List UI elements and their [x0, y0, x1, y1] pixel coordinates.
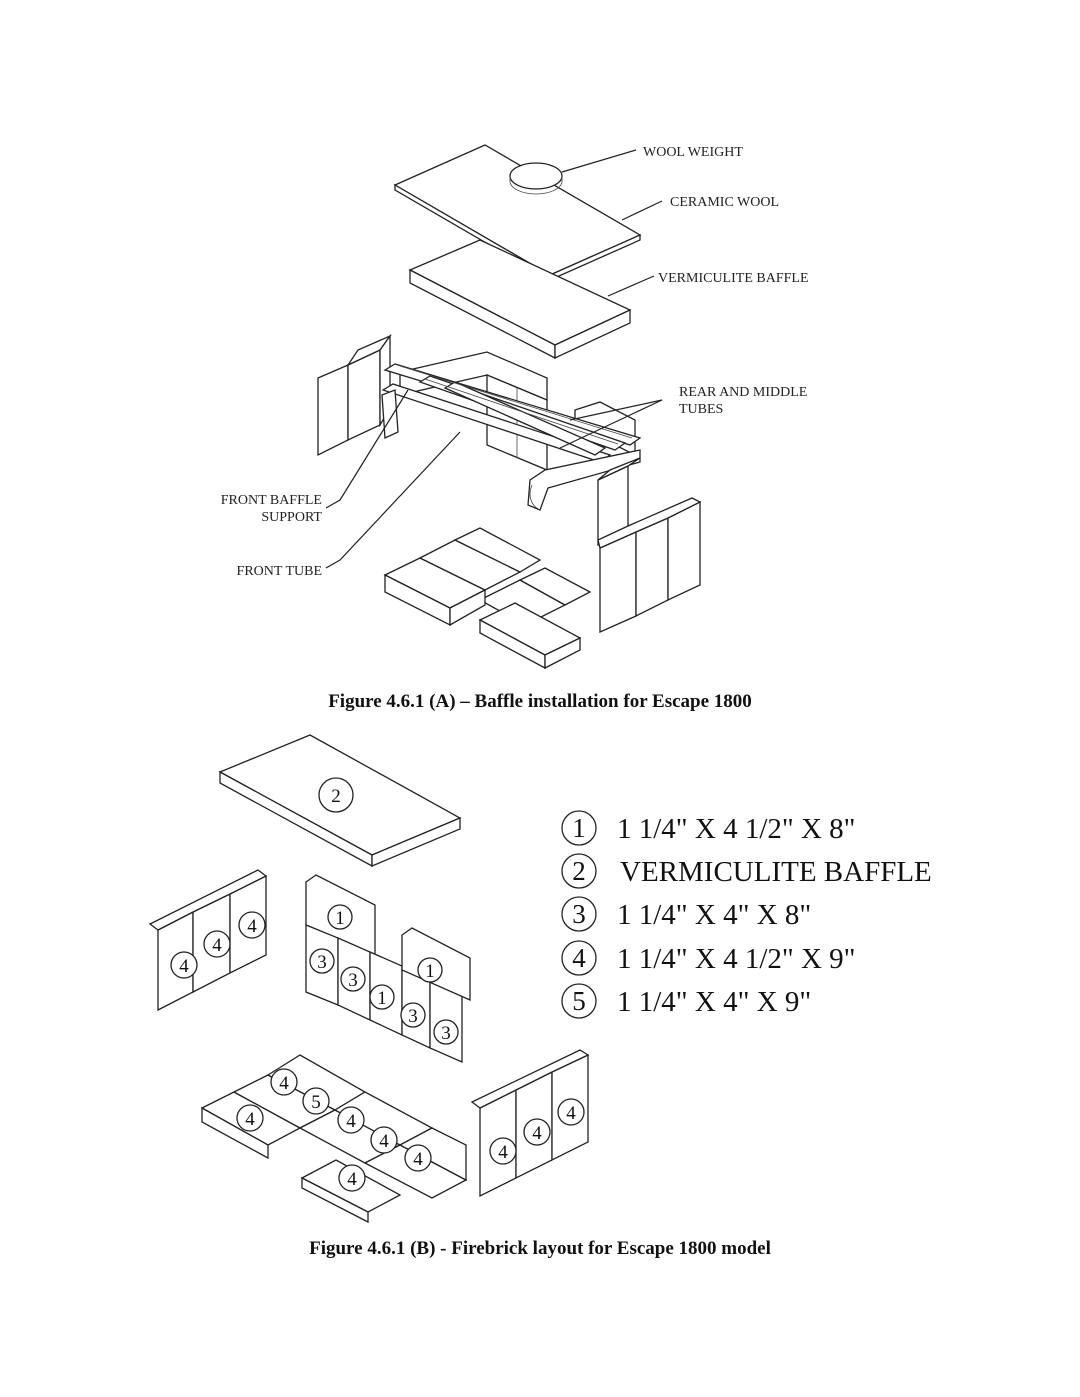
legend-number-5: 5 — [572, 986, 586, 1016]
brick-number-back-2: 3 — [348, 970, 358, 991]
legend-number-4: 4 — [572, 943, 586, 973]
floor-bricks — [383, 527, 592, 670]
brick-number-right-2: 4 — [532, 1123, 542, 1144]
brick-legend: 1 1 1/4" X 4 1/2" X 8" 2 VERMICULITE BAF… — [561, 810, 932, 1019]
brick-number-left-3: 4 — [247, 916, 257, 937]
brick-number-right-1: 4 — [498, 1142, 508, 1163]
brick-number-back-4: 3 — [408, 1006, 418, 1027]
brick-number-floor-5: 4 — [379, 1131, 389, 1152]
vermiculite-baffle — [408, 239, 632, 360]
legend-number-1: 1 — [572, 813, 586, 843]
brick-number-back-top-2: 1 — [425, 961, 435, 982]
brick-number-floor-2: 5 — [311, 1092, 321, 1113]
legend-text-5: 1 1/4" X 4" X 9" — [617, 986, 811, 1018]
brick-number-floor-4: 4 — [346, 1111, 356, 1132]
leader-lines — [325, 149, 663, 569]
brick-number-floor-1: 4 — [279, 1073, 289, 1094]
label-front-baffle-support-1: FRONT BAFFLE — [221, 493, 322, 508]
brick-number-baffle: 2 — [331, 786, 341, 807]
right-wall-rear — [597, 457, 641, 546]
right-wall-front — [597, 497, 702, 634]
brick-number-floor-6: 4 — [413, 1149, 423, 1170]
brick-number-back-5: 3 — [441, 1023, 451, 1044]
legend-text-1: 1 1/4" X 4 1/2" X 8" — [617, 813, 856, 845]
floor-layout-bricks — [200, 1054, 468, 1224]
brick-number-back-top-1: 1 — [335, 908, 345, 929]
brick-number-left-2: 4 — [212, 935, 222, 956]
figure-b-drawing: 2 4 4 4 1 1 3 3 1 — [148, 734, 590, 1224]
label-rear-middle-tubes-1: REAR AND MIDDLE — [679, 385, 807, 400]
brick-number-floor-7: 4 — [347, 1169, 357, 1190]
figure-b-caption: Figure 4.6.1 (B) - Firebrick layout for … — [309, 1238, 771, 1259]
brick-number-left-1: 4 — [179, 956, 189, 977]
brick-number-back-3: 1 — [377, 988, 387, 1009]
legend-number-3: 3 — [572, 899, 586, 929]
legend-text-3: 1 1/4" X 4" X 8" — [617, 899, 811, 931]
legend-text-2: VERMICULITE BAFFLE — [620, 856, 932, 888]
brick-number-right-3: 4 — [566, 1103, 576, 1124]
wool-weight — [509, 162, 563, 190]
brick-number-floor-3: 4 — [245, 1109, 255, 1130]
label-vermiculite-baffle: VERMICULITE BAFFLE — [658, 271, 809, 286]
label-ceramic-wool: CERAMIC WOOL — [670, 195, 779, 210]
label-front-baffle-support-2: SUPPORT — [261, 510, 322, 525]
brick-number-back-1: 3 — [317, 952, 327, 973]
figure-a-drawing: WOOL WEIGHT CERAMIC WOOL VERMICULITE BAF… — [221, 144, 809, 670]
tubes — [381, 363, 642, 463]
legend-text-4: 1 1/4" X 4 1/2" X 9" — [617, 943, 856, 975]
figure-a-caption: Figure 4.6.1 (A) – Baffle installation f… — [328, 691, 752, 712]
label-rear-middle-tubes-2: TUBES — [679, 402, 723, 417]
label-front-tube: FRONT TUBE — [237, 564, 322, 579]
legend-number-2: 2 — [572, 856, 586, 886]
label-wool-weight: WOOL WEIGHT — [643, 145, 743, 160]
